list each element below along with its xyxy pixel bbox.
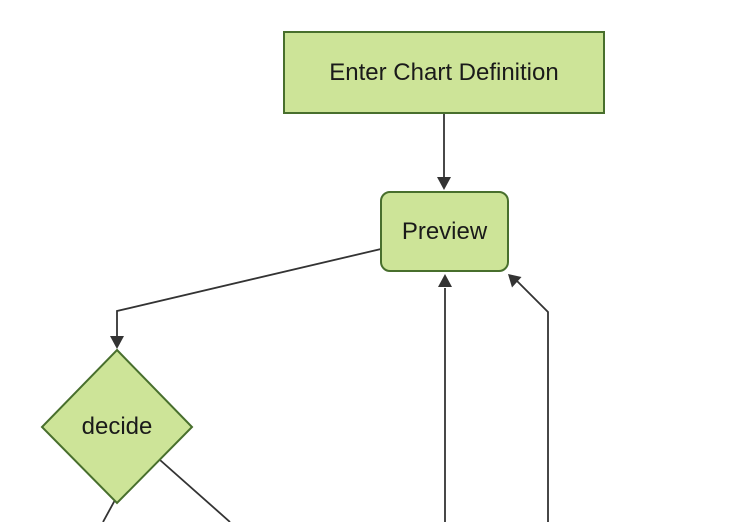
- edge-decide-to-offscreen-right: [159, 459, 231, 522]
- arrowhead-preview-to-decide: [110, 336, 124, 349]
- node-preview: Preview: [380, 191, 509, 272]
- arrowhead-enterchart-to-preview: [437, 177, 451, 190]
- node-decide-label: decide: [81, 413, 153, 440]
- edge-decide-to-offscreen-left: [102, 499, 116, 522]
- node-enter-chart-definition-label: Enter Chart Definition: [329, 58, 559, 86]
- arrowhead-offscreen-to-preview-diagonal: [508, 274, 522, 288]
- node-preview-label: Preview: [401, 217, 488, 245]
- node-decide-shape: [40, 348, 194, 505]
- node-enter-chart-definition: Enter Chart Definition: [283, 31, 605, 114]
- edge-offscreen-to-preview-diagonal: [516, 280, 549, 522]
- edge-preview-to-decide: [116, 248, 382, 337]
- arrowhead-offscreen-to-preview-vertical: [438, 274, 452, 287]
